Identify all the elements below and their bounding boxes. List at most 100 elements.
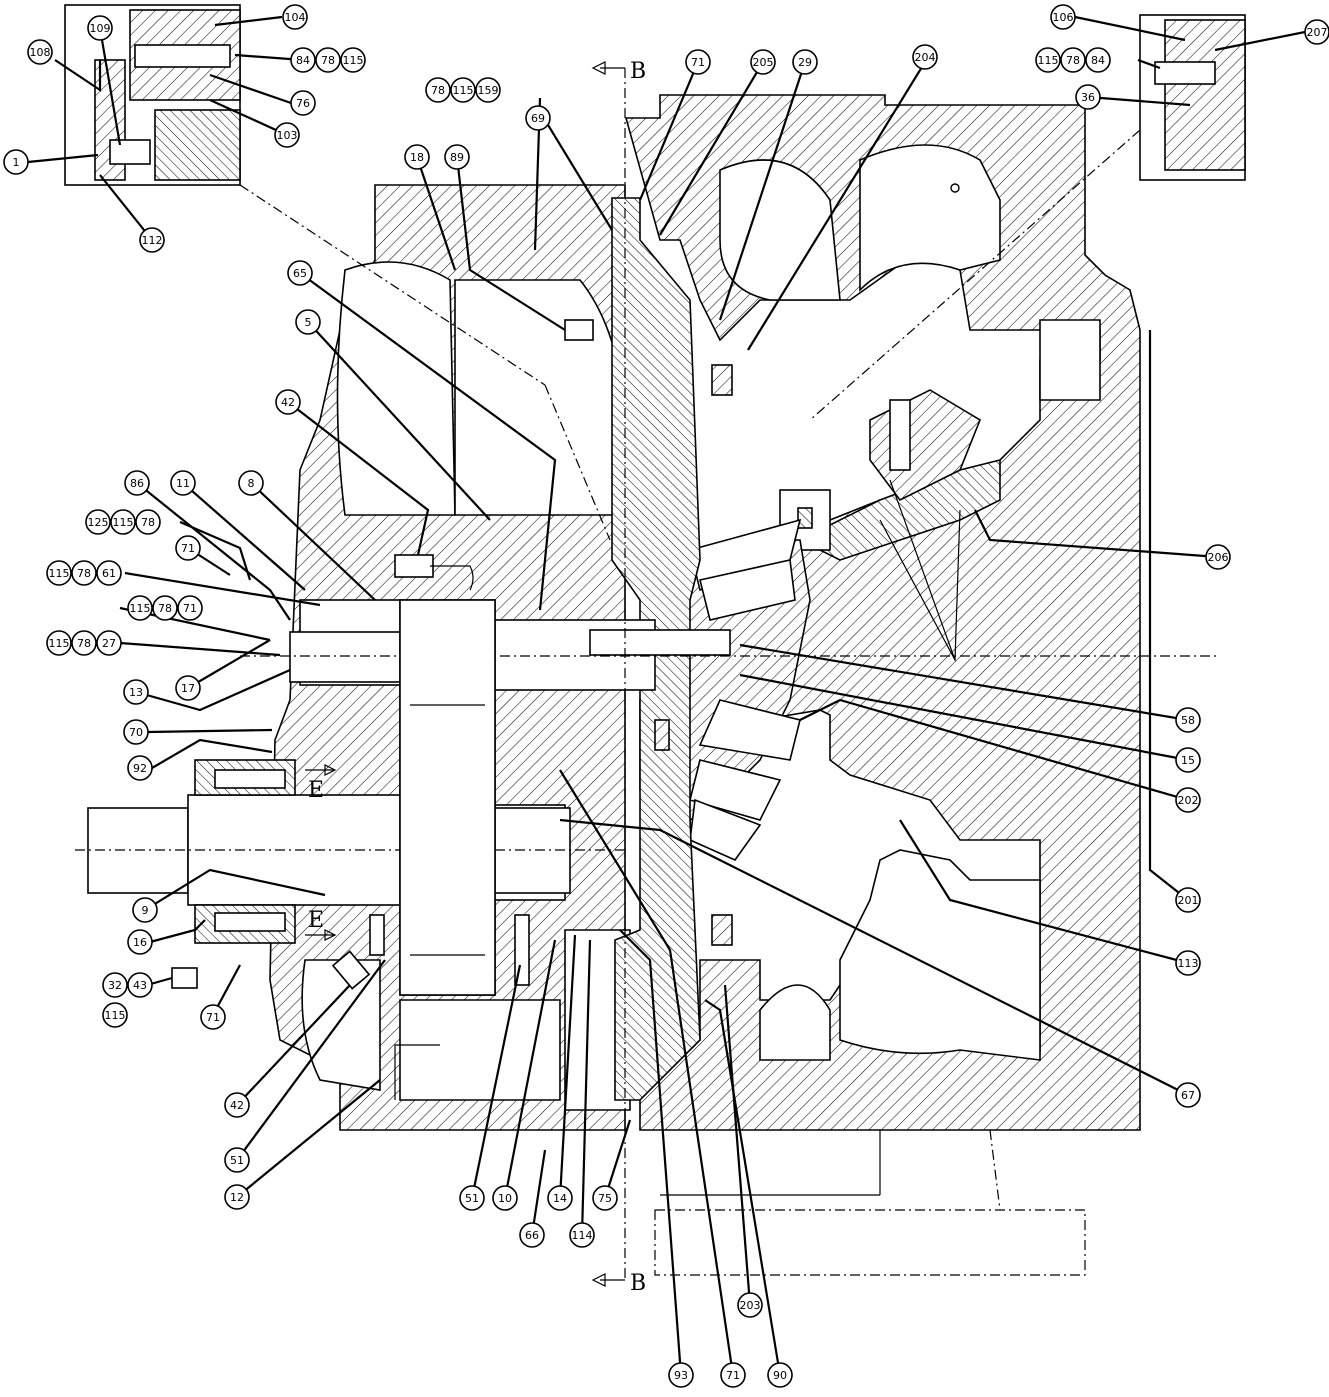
callout-label: 204 [915,51,936,64]
callout-circle [1175,887,1201,913]
callout-balloon-71: 71 [175,535,201,561]
callout-label: 115 [1038,54,1059,67]
callout-balloon-42: 42 [224,1092,250,1118]
callout-label: 14 [553,1192,567,1205]
callout-label: 207 [1307,26,1328,39]
callout-circle [152,595,178,621]
callout-circle [525,105,551,131]
callout-circle [1205,544,1231,570]
callout-label: 104 [285,11,306,24]
callout-balloon-112: 112 [139,227,165,253]
callout-balloon-17: 17 [175,675,201,701]
callout-balloon-51: 51 [459,1185,485,1211]
callout-balloon-51: 51 [224,1147,250,1173]
callout-balloon-78: 78 [71,560,97,586]
callout-circle [340,47,366,73]
callout-label: 84 [1091,54,1105,67]
callout-balloon-10: 10 [492,1185,518,1211]
callout-balloon-115: 115 [127,595,153,621]
callout-balloon-115: 115 [102,1002,128,1028]
callout-label: 8 [248,477,255,490]
callout-label: 65 [293,267,307,280]
callout-balloon-89: 89 [444,144,470,170]
callout-circle [450,77,476,103]
callout-circle [1175,1082,1201,1108]
callout-circle [132,897,158,923]
callout-label: 71 [206,1011,220,1024]
section-mark-e-lower: E [308,908,324,933]
callout-label: 61 [102,567,116,580]
callout-balloon-115: 115 [46,560,72,586]
callout-circle [1035,47,1061,73]
callout-balloon-71: 71 [720,1362,746,1388]
callout-balloon-12: 12 [224,1184,250,1210]
callout-balloon-32: 32 [102,972,128,998]
callout-label: 203 [740,1299,761,1312]
callout-balloon-207: 207 [1304,19,1329,45]
callout-balloon-78: 78 [152,595,178,621]
callout-balloon-75: 75 [592,1185,618,1211]
callout-circle [175,675,201,701]
callout-label: 92 [133,762,147,775]
callout-balloon-204: 204 [912,44,938,70]
callout-label: 15 [1181,754,1195,767]
callout-circle [102,972,128,998]
callout-balloon-104: 104 [282,4,308,30]
callout-circle [459,1185,485,1211]
callout-balloon-8: 8 [238,470,264,496]
callout-balloon-58: 58 [1175,707,1201,733]
callout-circle [1075,84,1101,110]
callout-circle [750,49,776,75]
callout-label: 69 [531,112,545,125]
callout-balloon-71: 71 [177,595,203,621]
callout-label: 90 [773,1369,787,1382]
bull-gear [399,599,496,996]
callout-circle [224,1184,250,1210]
callout-circle [46,560,72,586]
callout-circle [46,630,72,656]
callout-label: 42 [281,396,295,409]
callout-label: 112 [142,234,163,247]
detail-view-right [1139,14,1246,181]
callout-balloon-106: 106 [1050,4,1076,30]
callout-balloon-206: 206 [1205,544,1231,570]
callout-circle [425,77,451,103]
callout-circle [224,1092,250,1118]
callout-label: 115 [130,602,151,615]
callout-label: 159 [478,84,499,97]
callout-circle [685,49,711,75]
callout-label: 89 [450,151,464,164]
callout-circle [102,1002,128,1028]
callout-balloon-14: 14 [547,1185,573,1211]
callout-label: 16 [133,936,147,949]
callout-label: 109 [90,22,111,35]
callout-circle [592,1185,618,1211]
callout-circle [127,929,153,955]
callout-circle [444,144,470,170]
callout-label: 108 [30,46,51,59]
callout-label: 78 [158,602,172,615]
section-line-b: B B [591,59,646,1296]
callout-label: 115 [453,84,474,97]
section-mark-top: B [630,59,646,84]
callout-balloon-92: 92 [127,755,153,781]
callout-label: 51 [230,1154,244,1167]
callout-label: 93 [674,1369,688,1382]
callout-label: 43 [133,979,147,992]
callout-circle [767,1362,793,1388]
callout-circle [127,755,153,781]
section-e-marks: E E [305,764,337,941]
callout-label: 115 [49,637,70,650]
callout-label: 71 [726,1369,740,1382]
callout-balloon-78: 78 [135,509,161,535]
callout-balloon-113: 113 [1175,950,1201,976]
callout-circle [71,630,97,656]
callout-label: 113 [1178,957,1199,970]
callout-circle [27,39,53,65]
callout-label: 10 [498,1192,512,1205]
callout-balloon-108: 108 [27,39,53,65]
callout-balloon-9: 9 [132,897,158,923]
callout-circle [127,595,153,621]
callout-label: 78 [431,84,445,97]
callout-label: 67 [1181,1089,1195,1102]
